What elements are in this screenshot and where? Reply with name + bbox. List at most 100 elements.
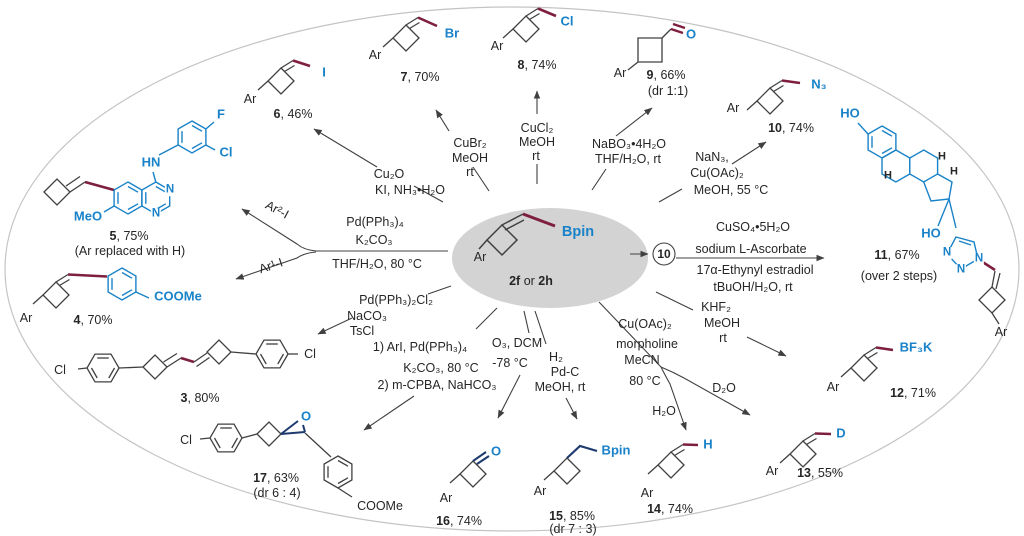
label-products-p4-labels-ester: COOMe	[154, 288, 202, 304]
label-products-p4-labels-ar: Ar	[19, 310, 33, 325]
outer-ellipse	[4, 6, 1020, 532]
compound-yield: , 75%	[116, 228, 149, 243]
label-reagents-to13_14-1: morpholine	[616, 336, 678, 351]
compound-number: 12	[890, 385, 904, 400]
label-reagents-to13_14-0: Cu(OAc)₂	[618, 316, 672, 331]
label-products-p16-labels-ar: Ar	[439, 490, 453, 505]
caption-p5: 5, 75%	[110, 230, 149, 243]
label-reagents-to4_5-2: THF/H₂O, 80 °C	[332, 256, 422, 271]
label-products-p7-labels-x: Br	[444, 25, 460, 41]
caption-p13: 13, 55%	[797, 467, 843, 480]
label-products-p14-labels-x: H	[703, 436, 713, 452]
label-products-p13-labels-ar: Ar	[765, 463, 779, 478]
label-products-p16-labels-x: O	[490, 443, 502, 459]
label-products-p14-labels-ar: Ar	[640, 485, 654, 500]
label-reagents-to10-0: NaN₃,	[695, 149, 729, 164]
label-reagents-to9-1: THF/H₂O, rt	[595, 151, 661, 166]
label-reagents-branch_h2o: H₂O	[652, 403, 676, 418]
center-id-part: or	[520, 273, 539, 288]
label-reagents-to10-2: MeOH, 55 °C	[693, 182, 769, 197]
label-reagents-branch_d2o: D₂O	[712, 380, 736, 395]
label-products-p11-labels-n2: N	[955, 263, 967, 276]
structure-7	[382, 16, 438, 52]
label-products-p11-labels-n1: N	[973, 252, 985, 265]
caption-p3: 3, 80%	[181, 392, 220, 405]
compound-yield: , 74%	[524, 57, 557, 72]
label-reagents-to4_5-1: K₂CO₃	[355, 232, 393, 247]
label-products-p12-labels-x: BF₃K	[899, 339, 933, 355]
label-products-p17-labels-cl: Cl	[180, 432, 192, 447]
structure-10	[746, 79, 801, 115]
label-products-p8-labels-ar: Ar	[490, 38, 504, 53]
compound-yield: , 74%	[449, 513, 482, 528]
label-reagents-to12-2: rt	[719, 330, 727, 345]
label-reagents-to12-1: MeOH	[703, 315, 741, 330]
label-reagents-to9-0: NaBO₃•4H₂O	[591, 136, 667, 151]
center-id-part: 2h	[538, 273, 553, 288]
structure-14	[647, 443, 699, 479]
structure-6	[257, 59, 311, 95]
structure-2f-2h	[478, 212, 556, 257]
label-products-p7-labels-ar: Ar	[368, 47, 382, 62]
structure-8	[502, 7, 557, 43]
label-center-substituent: Bpin	[561, 223, 595, 240]
caption-p14: 14, 74%	[647, 503, 693, 516]
structure-16	[449, 451, 490, 488]
structure-15	[543, 444, 598, 485]
label-products-p10-labels-x: N₃	[811, 76, 827, 92]
label-reagents-to3-1: NaCO₃	[347, 308, 387, 323]
label-products-p5-labels-meo: MeO	[73, 208, 103, 224]
caption-p12: 12, 71%	[890, 387, 936, 400]
compound-number: 15	[549, 508, 563, 523]
label-products-p11-labels-h2: H	[938, 150, 946, 163]
compound-yield: , 70%	[407, 69, 440, 84]
label-products-p15-note: (dr 7 : 3)	[549, 521, 597, 536]
label-products-p5-labels-hn: HN	[141, 154, 161, 170]
label-reagents-to15-2: MeOH, rt	[534, 379, 586, 394]
label-products-p11-labels-ho_mid: HO	[921, 225, 941, 241]
label-reagents-to17-2: 2) m-CPBA, NaHCO₃	[377, 377, 497, 392]
caption-p9: 9, 66%	[647, 69, 686, 82]
label-reagents-to11-3: tBuOH/H₂O, rt	[713, 279, 793, 294]
compound-number: 4	[73, 312, 81, 327]
label-products-p12-labels-ar: Ar	[826, 379, 840, 394]
compound-number: 5	[109, 228, 117, 243]
caption-p8: 8, 74%	[518, 59, 557, 72]
structure-4	[32, 267, 150, 309]
label-products-p3-labels-cl_right: Cl	[304, 346, 316, 361]
label-products-p5-note: (Ar replaced with H)	[74, 243, 186, 258]
label-reagents-ar1_label: Ar¹-I	[257, 255, 285, 277]
label-reagents-to16-1: -78 °C	[492, 355, 528, 370]
label-reagents-to16-0: O₃, DCM	[491, 335, 543, 350]
label-products-p5-labels-cl: Cl	[219, 144, 233, 160]
label-products-p11-labels-n3: N	[941, 246, 953, 259]
label-reagents-to6-0: Cu₂O	[373, 166, 405, 181]
caption-p6: 6, 46%	[274, 108, 313, 121]
label-reagents-to8-2: rt	[532, 148, 540, 163]
compound-yield: , 46%	[280, 106, 313, 121]
compound-number: 9	[646, 67, 654, 82]
label-products-p3-labels-cl_left: Cl	[54, 362, 66, 377]
label-products-p11-note: (over 2 steps)	[860, 268, 938, 283]
label-products-p9-note: (dr 1:1)	[647, 83, 689, 98]
compound-yield: , 80%	[187, 390, 220, 405]
label-reagents-to17-1: K₂CO₃, 80 °C	[403, 360, 479, 375]
compound-number: 13	[797, 465, 811, 480]
compound-yield: , 63%	[266, 470, 299, 485]
compound-yield: , 74%	[781, 120, 814, 135]
label-products-p17-labels-ester: COOMe	[357, 498, 403, 513]
label-products-p10-labels-ar: Ar	[726, 100, 740, 115]
circled-intermediate-10: 10	[657, 247, 671, 261]
center-compound-id: 2f or 2h	[509, 275, 553, 288]
label-reagents-to11-1: sodium L-Ascorbate	[695, 241, 807, 256]
label-reagents-to11-2: 17α-Ethynyl estradiol	[696, 262, 814, 277]
caption-p11: 11, 67%	[874, 249, 919, 262]
label-products-p11-labels-h3: H	[950, 165, 958, 178]
label-reagents-to4_5-0: Pd(PPh₃)₄	[346, 214, 404, 229]
label-reagents-to11-0: CuSO₄•5H₂O	[715, 219, 791, 234]
structure-17	[199, 420, 353, 498]
label-products-p17-note: (dr 6 : 4)	[253, 485, 301, 500]
label-reagents-to7-0: CuBr₂	[453, 135, 487, 150]
compound-number: 11	[874, 247, 888, 262]
